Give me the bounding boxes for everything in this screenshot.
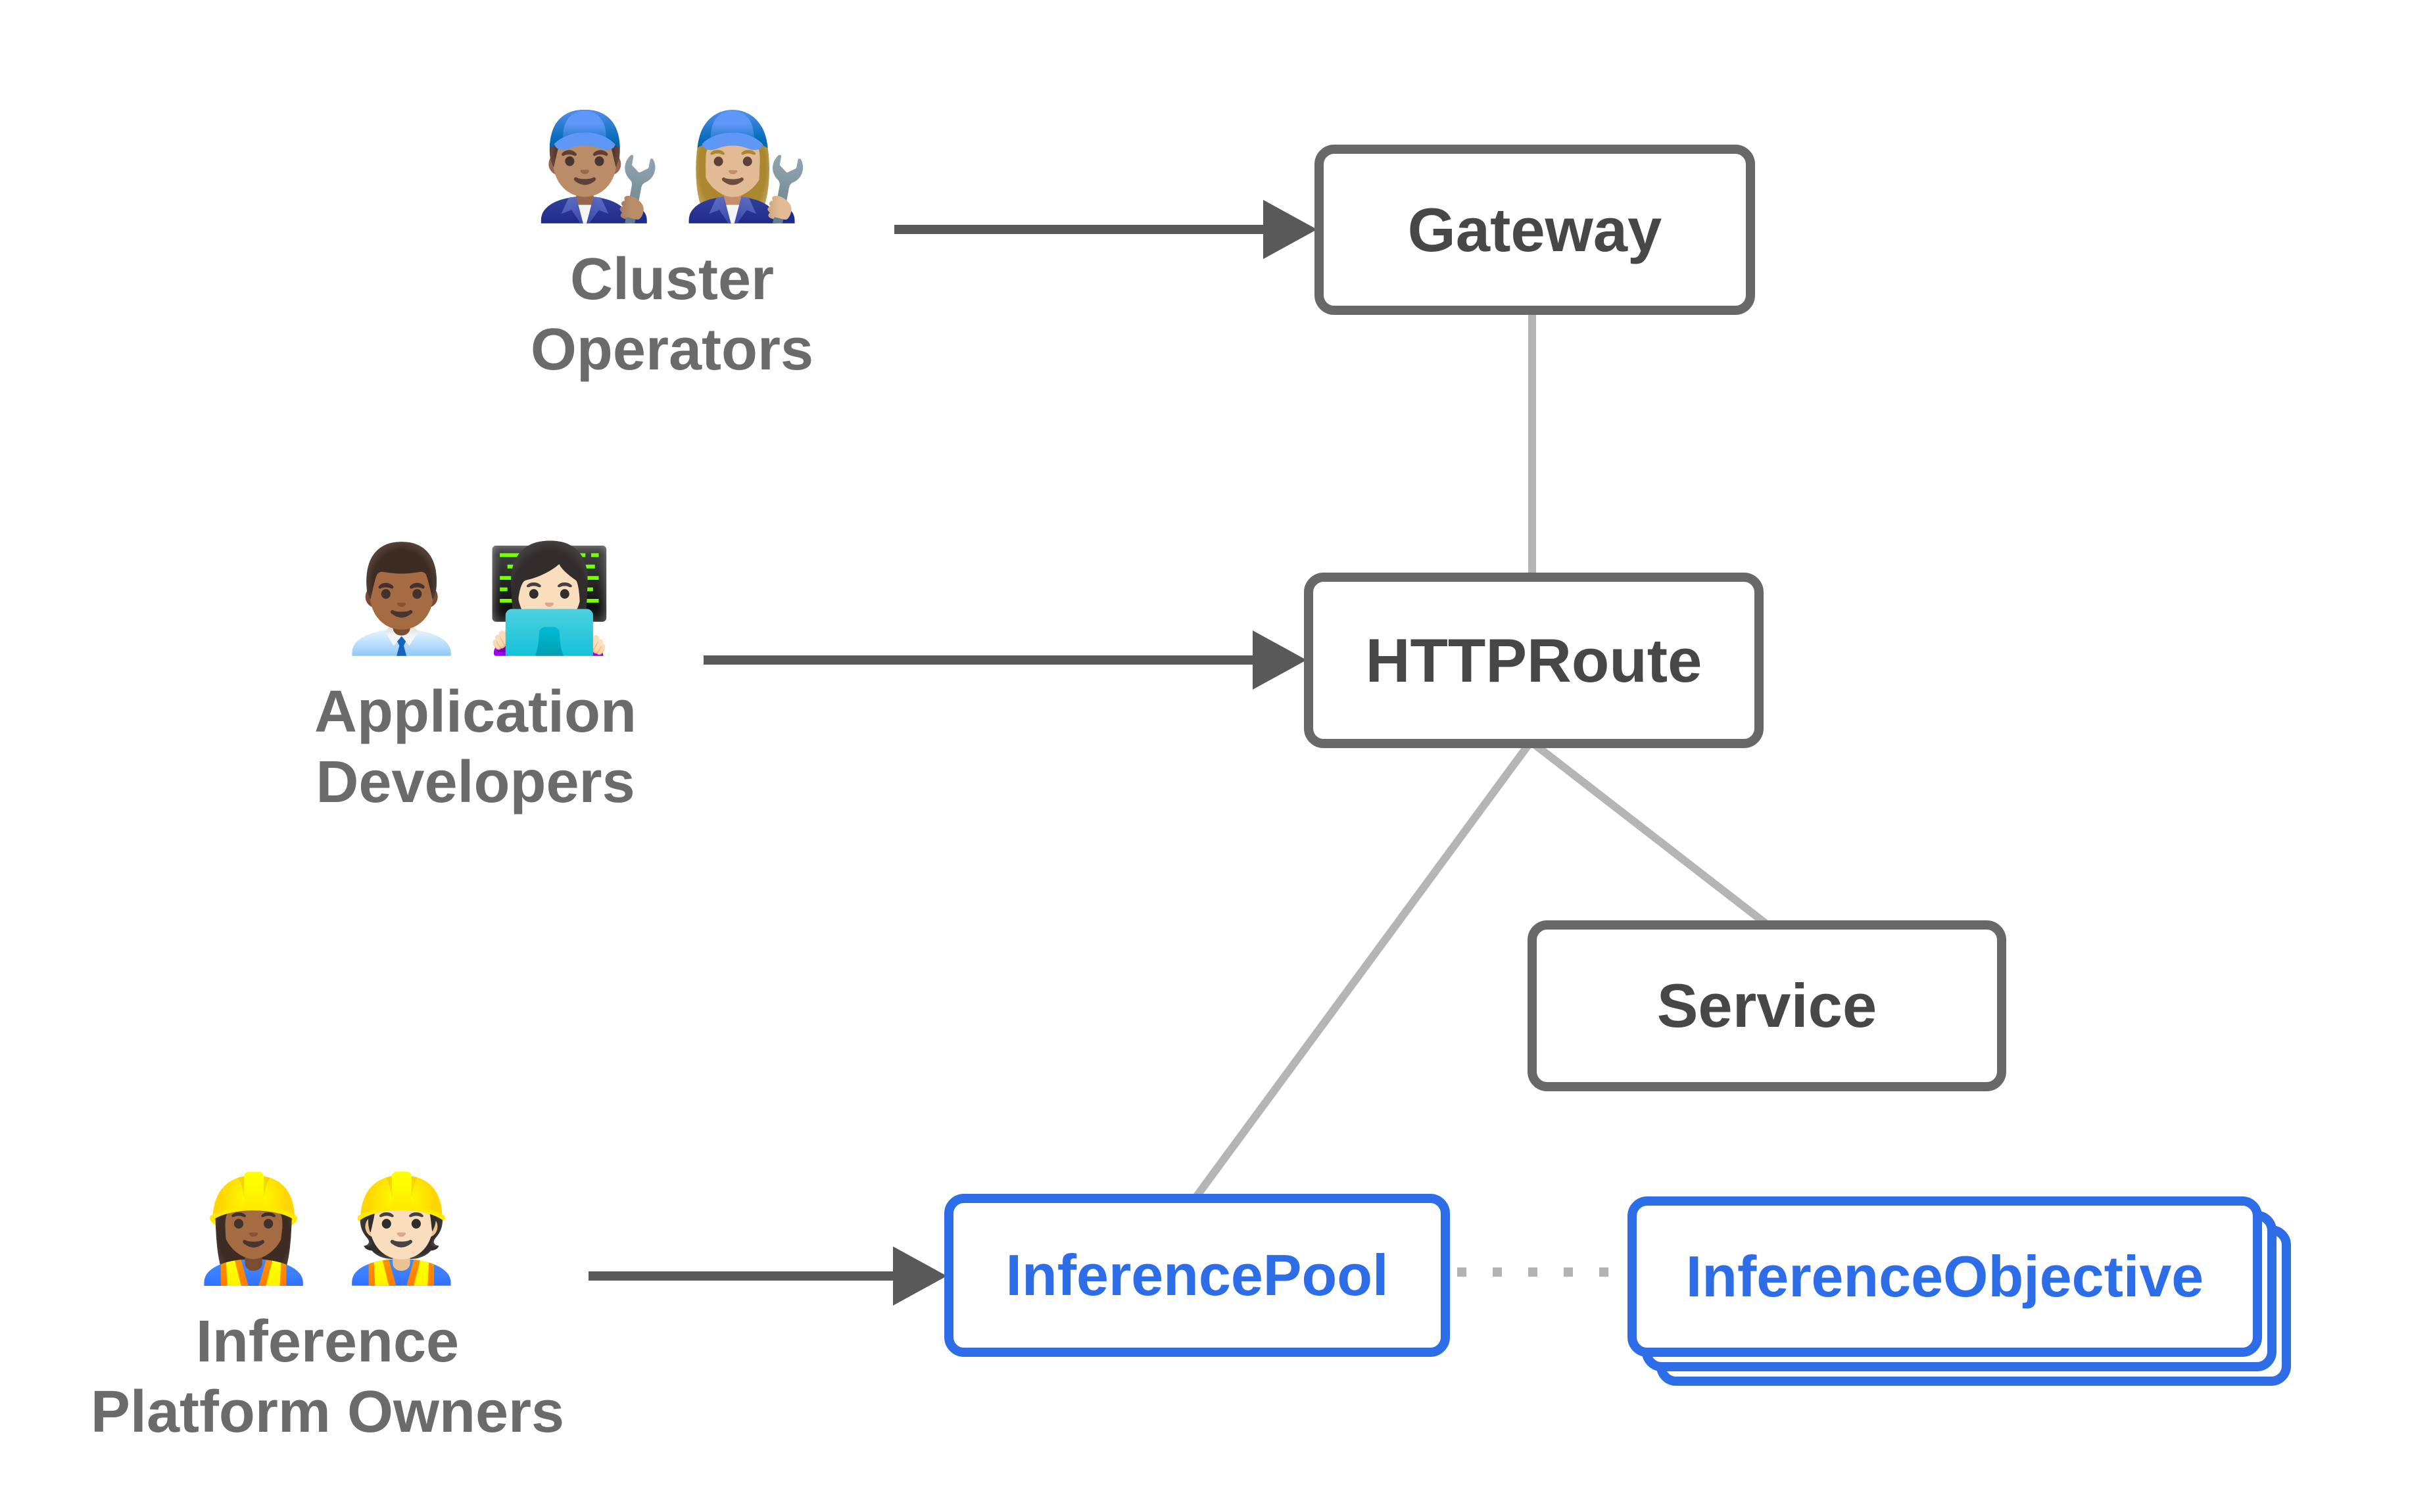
inferencepool-node: InferencePool: [944, 1194, 1450, 1357]
httproute-node: HTTPRoute: [1304, 573, 1764, 748]
application-developers-emojis: 👨🏾‍💼👩🏻‍💻: [212, 536, 738, 661]
arrow-inference-platform-owners-to-inferencepool: [589, 1246, 947, 1306]
inference-platform-owners-label-line1: Inference: [195, 1309, 460, 1375]
man-construction-worker-emoji: 👷🏻: [337, 1171, 466, 1287]
woman-technologist-emoji: 👩🏻‍💻: [485, 541, 614, 657]
man-mechanic-emoji: 👨🏽‍🔧: [533, 108, 663, 224]
application-developers-label: Application Developers: [212, 677, 738, 818]
cluster-operators-label-line1: Cluster: [569, 247, 775, 312]
cluster-operators-label: Cluster Operators: [409, 245, 935, 385]
inferencepool-node-label: InferencePool: [1005, 1242, 1389, 1308]
inferenceobjective-node-label: InferenceObjective: [1685, 1244, 2204, 1309]
inference-platform-owners-label-line2: Platform Owners: [90, 1379, 565, 1445]
inference-platform-owners-label: Inference Platform Owners: [64, 1307, 590, 1448]
man-office-worker-emoji: 👨🏾‍💼: [337, 541, 466, 657]
gateway-node: Gateway: [1314, 145, 1755, 315]
application-developers-label-line1: Application: [314, 679, 637, 745]
httproute-node-label: HTTPRoute: [1365, 625, 1702, 695]
gateway-node-label: Gateway: [1407, 195, 1662, 264]
edge-httproute-inferencepool: [1192, 739, 1534, 1200]
woman-mechanic-emoji: 👩🏼‍🔧: [681, 108, 811, 224]
cluster-operators-label-line2: Operators: [530, 317, 814, 383]
woman-construction-worker-emoji: 👷🏾‍♀️: [189, 1171, 318, 1287]
edge-httproute-service: [1528, 738, 1773, 930]
cluster-operators-emojis: 👨🏽‍🔧👩🏼‍🔧: [409, 104, 935, 229]
inference-platform-owners-emojis: 👷🏾‍♀️👷🏻: [64, 1166, 590, 1291]
inferenceobjective-node: InferenceObjective: [1627, 1196, 2262, 1357]
arrow-cluster-operators-to-gateway: [894, 200, 1317, 259]
application-developers-label-line2: Developers: [316, 749, 635, 815]
service-node: Service: [1528, 920, 2006, 1091]
arrow-application-developers-to-httproute: [704, 630, 1307, 690]
service-node-label: Service: [1656, 971, 1877, 1040]
